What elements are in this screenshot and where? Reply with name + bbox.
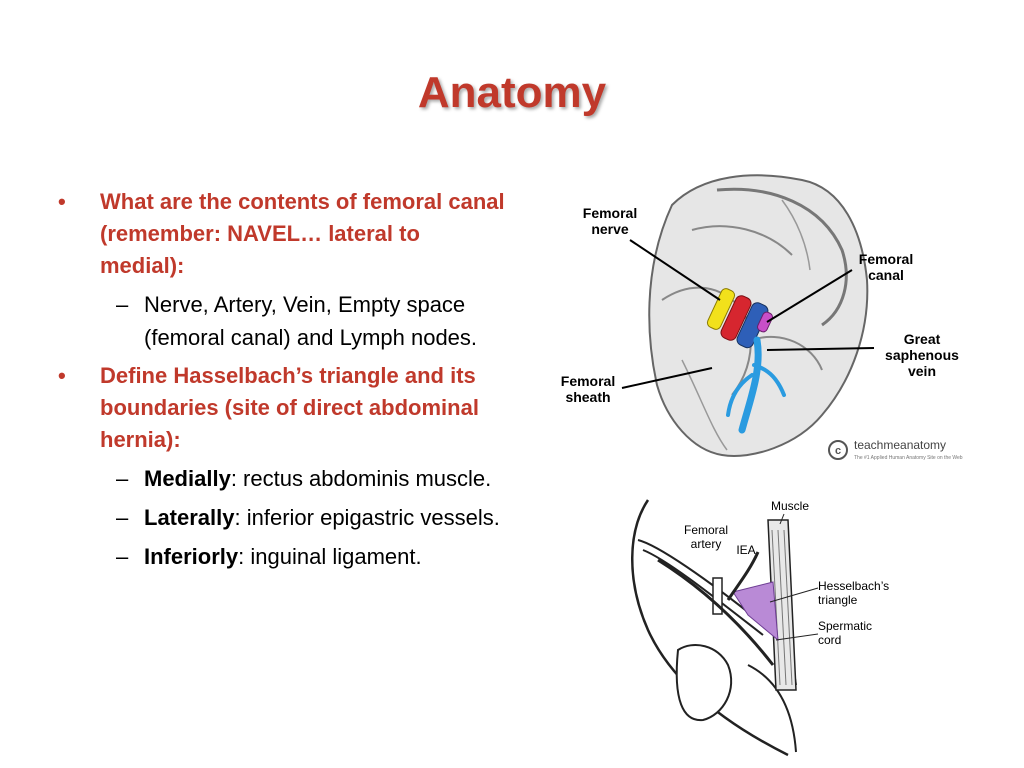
boundary-text: : inferior epigastric vessels.: [234, 505, 500, 530]
pointer-canal: [766, 269, 853, 323]
sub-bullet-laterally: – Laterally: inferior epigastric vessels…: [58, 501, 508, 534]
boundary-term: Medially: [144, 466, 231, 491]
femoral-triangle-illustration: Femoral nerve Femoral canal Great saphen…: [552, 160, 982, 470]
femoral-figure-svg: Femoral nerve Femoral canal Great saphen…: [561, 174, 963, 461]
slide-title: Anatomy: [417, 68, 607, 117]
bullet-text: Define Hasselbach’s triangle and its bou…: [100, 363, 479, 452]
pointer-muscle: [779, 513, 785, 525]
bullet-text: What are the contents of femoral canal (…: [100, 189, 505, 278]
sub-bullet-contents: – Nerve, Artery, Vein, Empty space (femo…: [58, 288, 508, 354]
pointer-vein: [766, 347, 875, 351]
label-femoral-artery: Femoral: [684, 523, 728, 537]
pointer-nerve: [629, 239, 721, 301]
muscle-fiber: [783, 529, 793, 686]
label-femoral-nerve: nerve: [591, 221, 629, 237]
sub-bullet-medially: – Medially: rectus abdominis muscle.: [58, 462, 508, 495]
spermatic-cord-shape: [657, 558, 775, 666]
label-muscle: Muscle: [771, 499, 809, 513]
label-hesselbach-triangle: triangle: [818, 593, 858, 607]
bullet-dot-icon: •: [58, 363, 66, 388]
femoral-canal-shape: [757, 311, 773, 333]
boundary-text: : rectus abdominis muscle.: [230, 466, 492, 491]
pubic-outline: [747, 664, 797, 753]
watermark-text: teachmeanatomy: [854, 438, 946, 452]
dash-icon: –: [116, 505, 129, 530]
label-saphenous-vein: Great: [904, 331, 941, 347]
iea-shape: [726, 551, 760, 601]
label-spermatic-cord: cord: [818, 633, 841, 647]
inguinal-ligament-outline: [642, 549, 764, 636]
label-femoral-sheath: sheath: [565, 389, 610, 405]
saphenous-branch-shape: [726, 373, 754, 417]
bullet-hasselbach: • Define Hasselbach’s triangle and its b…: [58, 360, 508, 456]
slide-body: • What are the contents of femoral canal…: [58, 186, 508, 579]
muscle-contour: [781, 199, 811, 271]
saphenous-vein-shape: [738, 336, 762, 434]
muscle-contour: [716, 187, 848, 327]
label-femoral-nerve: Femoral: [583, 205, 637, 221]
boundary-term: Inferiorly: [144, 544, 239, 569]
boundary-text: : inguinal ligament.: [238, 544, 422, 569]
pelvis-outline: [631, 499, 789, 757]
muscle-contour: [691, 225, 793, 256]
label-femoral-artery: artery: [691, 537, 722, 551]
saphenous-branch-shape: [752, 363, 786, 397]
boundary-term: Laterally: [144, 505, 235, 530]
copyright-icon: c: [835, 445, 841, 457]
pointer-triangle: [769, 587, 819, 603]
label-femoral-canal: Femoral: [859, 251, 913, 267]
label-iea: IEA: [736, 543, 755, 557]
muscle-contour: [751, 335, 823, 371]
pointer-cord: [775, 633, 819, 641]
bullet-femoral-canal: • What are the contents of femoral canal…: [58, 186, 508, 282]
watermark-subtext: The #1 Applied Human Anatomy Site on the…: [854, 455, 963, 461]
copyright-icon: [828, 440, 848, 460]
femoral-artery-shape: [720, 295, 752, 341]
dash-icon: –: [116, 466, 129, 491]
hesselbach-figure-svg: Muscle Femoral artery IEA Hesselbach’s t…: [631, 499, 889, 757]
label-spermatic-cord: Spermatic: [818, 619, 872, 633]
label-femoral-canal: canal: [868, 267, 904, 283]
muscle-fiber: [771, 529, 781, 686]
sub-bullet-text: Nerve, Artery, Vein, Empty space (femora…: [144, 292, 478, 350]
femoral-artery-shape: [712, 577, 723, 615]
dash-icon: –: [116, 292, 129, 317]
label-femoral-sheath: Femoral: [561, 373, 615, 389]
muscle-fiber: [777, 529, 787, 686]
hesselbach-triangle-diagram: Muscle Femoral artery IEA Hesselbach’s t…: [618, 490, 918, 760]
pointer-sheath: [621, 367, 713, 389]
sub-bullet-inferiorly: – Inferiorly: inguinal ligament.: [58, 540, 508, 573]
label-saphenous-vein: saphenous: [885, 347, 959, 363]
label-hesselbach-triangle: Hesselbach’s: [818, 579, 889, 593]
dash-icon: –: [116, 544, 129, 569]
femoral-nerve-shape: [706, 288, 736, 330]
bullet-dot-icon: •: [58, 189, 66, 214]
hesselbach-triangle-shape: [732, 581, 779, 642]
label-saphenous-vein: vein: [908, 363, 936, 379]
obturator-foramen-outline: [675, 644, 733, 722]
